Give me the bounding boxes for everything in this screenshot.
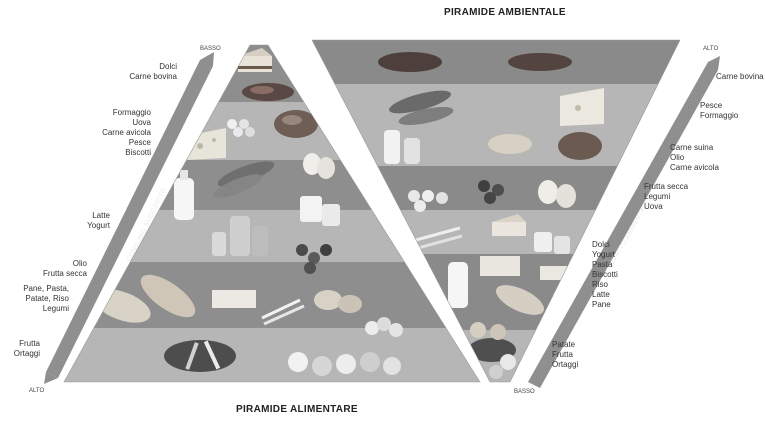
fruit-icon	[288, 352, 401, 376]
food-level-2-label: Formaggio Uova Carne avicola Pesce Bisco…	[102, 108, 151, 157]
food-axis-arrow	[44, 52, 214, 384]
env-axis-bottom: BASSO	[514, 389, 535, 395]
yogurt-icon	[300, 196, 340, 226]
fruit-icon	[489, 354, 516, 379]
env-axis-arrow	[528, 56, 720, 388]
env-axis-top: ALTO	[703, 46, 719, 52]
food-axis-bottom: ALTO	[29, 388, 45, 394]
food-level-5-label: Pane, Pasta, Patate, Riso Legumi	[23, 284, 69, 313]
food-level-4-label: Olio Frutta secca	[42, 259, 87, 278]
food-level-6-band	[64, 328, 480, 382]
env-level-2-band	[312, 84, 680, 166]
milk-bottle-icon	[384, 130, 420, 164]
nuts-icon	[408, 190, 448, 212]
potato-icon	[314, 290, 362, 313]
legumes-icon	[296, 244, 332, 274]
oil-bottle-icon	[212, 216, 268, 256]
cake-icon	[238, 48, 272, 72]
steak-icon	[378, 52, 572, 72]
food-level-6-label: Frutta Ortaggi	[13, 339, 40, 358]
fruit-icon	[365, 317, 403, 337]
milk-bottle-icon	[448, 262, 468, 308]
food-level-3-label: Latte Yogurt	[87, 211, 110, 230]
yogurt-icon	[534, 232, 570, 254]
nuts-icon	[227, 119, 255, 137]
egg-icon	[303, 153, 335, 179]
chicken-icon	[488, 132, 602, 160]
env-level-1-band	[312, 40, 680, 84]
food-level-1-label: Dolci Carne bovina	[129, 62, 177, 81]
cheese-icon	[560, 88, 604, 126]
food-pyramid-title: PIRAMIDE ALIMENTARE	[236, 404, 358, 415]
fish-icon	[389, 90, 454, 125]
env-level-5-label: Dolci Yogurt Pasta Biscotti Riso Latte P…	[592, 240, 618, 309]
pasta-icon	[212, 290, 305, 326]
env-level-1-label: Carne bovina	[716, 72, 764, 81]
cake-icon	[492, 214, 526, 236]
vegetables-icon	[164, 340, 236, 372]
legumes-icon	[478, 180, 504, 204]
food-axis-top: BASSO	[200, 46, 221, 52]
env-level-6-label: Patate Frutta Ortaggi	[552, 340, 579, 369]
fish-icon	[213, 161, 275, 198]
env-pyramid-title: PIRAMIDE AMBIENTALE	[444, 7, 566, 18]
cheese-icon	[186, 128, 226, 160]
egg-icon	[538, 180, 576, 208]
milk-bottle-icon	[174, 170, 194, 220]
steak-icon	[242, 83, 294, 101]
env-level-4-label: Frutta secca Legumi Uova	[644, 182, 689, 211]
chicken-icon	[274, 110, 318, 138]
env-level-3-label: Carne suina Olio Carne avicola	[670, 143, 719, 172]
env-level-2-label: Pesce Formaggio	[700, 101, 739, 120]
pasta-icon	[415, 226, 520, 276]
